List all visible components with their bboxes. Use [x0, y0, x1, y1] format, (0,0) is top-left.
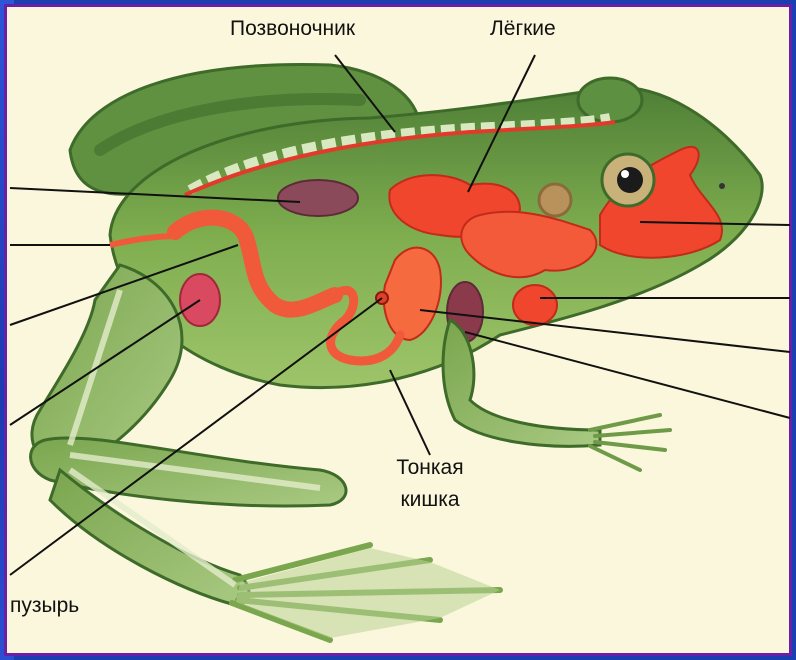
heart-organ: [513, 285, 557, 325]
pointer-spleen: [465, 332, 790, 418]
front-foot: [590, 415, 670, 470]
nostril: [719, 183, 725, 189]
kidney-organ: [278, 180, 358, 216]
pointer-small-intestine: [390, 370, 430, 455]
eye-bump: [578, 78, 642, 122]
hind-foot-web: [236, 548, 500, 638]
label-small-intestine-line2: кишка: [380, 488, 480, 512]
front-leg: [443, 320, 600, 446]
frog-pupil: [617, 167, 643, 193]
eye-glint: [621, 170, 629, 178]
label-spine: Позвоночник: [230, 17, 355, 41]
label-bladder: пузырь: [10, 594, 79, 618]
tympanum: [539, 184, 571, 216]
label-lungs: Лёгкие: [490, 17, 556, 41]
label-small-intestine-line1: Тонкая: [380, 456, 480, 480]
